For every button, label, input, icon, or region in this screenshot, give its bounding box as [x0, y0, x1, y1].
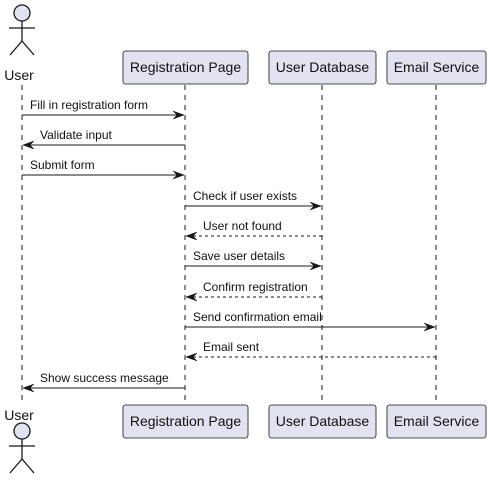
arrowhead-icon [185, 292, 198, 302]
arrowhead-icon [423, 322, 436, 332]
actor-figure-icon [9, 21, 35, 56]
message-label: User not found [203, 219, 282, 233]
message-label: Send confirmation email [193, 310, 322, 324]
message-5: User not found [185, 219, 322, 241]
participant-reg-bottom: Registration Page [122, 404, 249, 439]
participant-db-top: User Database [268, 50, 377, 85]
arrowhead-icon [185, 352, 198, 362]
participant-box [268, 50, 377, 85]
actor-label: User [4, 67, 34, 83]
participant-email-top: Email Service [386, 50, 487, 85]
message-6: Save user details [185, 249, 322, 271]
actor-head-icon [13, 422, 31, 440]
arrowhead-icon [22, 383, 35, 393]
arrowhead-icon [22, 140, 35, 150]
participant-label: Email Service [394, 413, 480, 429]
message-9: Email sent [185, 340, 436, 362]
message-label: Submit form [30, 158, 95, 172]
actor-label: User [4, 407, 34, 423]
message-7: Confirm registration [185, 280, 322, 302]
arrowhead-icon [185, 231, 198, 241]
message-label: Confirm registration [203, 280, 308, 294]
message-2: Validate input [22, 128, 185, 150]
arrowhead-icon [172, 170, 185, 180]
actor-user-top: User [4, 4, 35, 83]
participant-box [386, 404, 487, 439]
participant-box [122, 404, 249, 439]
actor-user-bottom: User [4, 407, 35, 474]
lifelines [21, 85, 437, 404]
participant-email-bottom: Email Service [386, 404, 487, 439]
message-label: Show success message [40, 371, 169, 385]
participant-reg-top: Registration Page [122, 50, 249, 85]
message-4: Check if user exists [185, 189, 322, 211]
participant-box [386, 50, 487, 85]
message-label: Validate input [40, 128, 112, 142]
participant-label: Registration Page [130, 413, 242, 429]
actor-head-icon [13, 4, 31, 22]
message-label: Fill in registration form [30, 98, 148, 112]
arrowhead-icon [309, 261, 322, 271]
actor-figure-icon [9, 439, 35, 474]
message-1: Fill in registration form [22, 98, 185, 120]
participant-box [268, 404, 377, 439]
message-label: Save user details [193, 249, 285, 263]
message-10: Show success message [22, 371, 185, 393]
arrowhead-icon [172, 110, 185, 120]
participant-db-bottom: User Database [268, 404, 377, 439]
participant-box [122, 50, 249, 85]
message-label: Check if user exists [193, 189, 297, 203]
participant-label: User Database [276, 59, 370, 75]
message-3: Submit form [22, 158, 185, 180]
message-8: Send confirmation email [185, 310, 436, 332]
message-label: Email sent [203, 340, 260, 354]
participant-label: Registration Page [130, 59, 242, 75]
participant-label: User Database [276, 413, 370, 429]
arrowhead-icon [309, 201, 322, 211]
participant-label: Email Service [394, 59, 480, 75]
